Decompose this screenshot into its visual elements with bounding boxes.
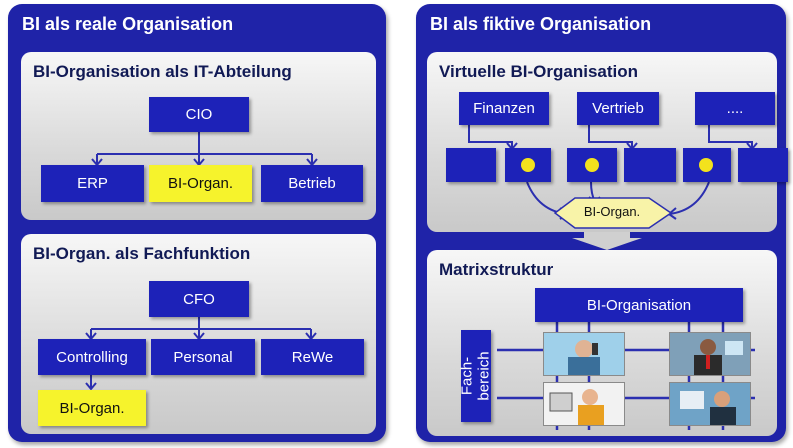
right-panel: BI als fiktive Organisation Virtuelle BI… <box>416 4 788 442</box>
bi-organ-hexagon-label: BI-Organ. <box>583 204 641 219</box>
desk-worker-photo <box>669 382 751 426</box>
controlling-box: Controlling <box>38 339 146 375</box>
cfo-box: CFO <box>149 281 249 317</box>
finanzen-sub-1 <box>446 148 496 182</box>
rewe-box: ReWe <box>261 339 364 375</box>
fachbereich-box: Fach- bereich <box>459 330 494 422</box>
virtual-section: Virtuelle BI-Organisation Finanzen Vertr… <box>427 52 788 232</box>
fach-connectors <box>85 317 317 391</box>
finanzen-box: Finanzen <box>459 92 549 125</box>
matrix-section: Matrixstruktur BI-Organisation Fach- ber… <box>427 250 777 436</box>
office-worker-photo <box>543 382 625 426</box>
it-section-title: BI-Organisation als IT-Abteilung <box>33 62 292 81</box>
down-arrow <box>572 232 642 250</box>
right-panel-title: BI als fiktive Organisation <box>430 14 652 34</box>
erp-box: ERP <box>41 165 144 202</box>
left-panel-title: BI als reale Organisation <box>22 14 234 34</box>
fach-section: BI-Organ. als Fachfunktion CFO Controlli… <box>21 234 376 434</box>
fachbereich-line1: Fach- <box>459 356 477 396</box>
vertrieb-sub-2 <box>624 148 676 182</box>
it-section: BI-Organisation als IT-Abteilung CIO ERP… <box>21 52 376 220</box>
vertrieb-dot <box>585 158 599 172</box>
finanzen-dot <box>521 158 535 172</box>
bi-organ-box-it: BI-Organ. <box>149 165 252 202</box>
bi-organ-hexagon <box>553 197 673 229</box>
personal-box: Personal <box>151 339 255 375</box>
more-dot <box>699 158 713 172</box>
more-sub-2 <box>738 148 788 182</box>
left-panel: BI als reale Organisation BI-Organisatio… <box>8 4 386 442</box>
more-units-box: .... <box>695 92 775 125</box>
bi-organ-box-fach: BI-Organ. <box>38 390 146 426</box>
cio-box: CIO <box>149 97 249 132</box>
person-phone-photo <box>543 332 625 376</box>
fachbereich-line2: bereich <box>476 351 494 401</box>
matrix-section-title: Matrixstruktur <box>439 260 554 279</box>
bi-organisation-box: BI-Organisation <box>535 288 743 322</box>
it-connectors <box>91 132 318 167</box>
virtual-section-title: Virtuelle BI-Organisation <box>439 62 639 81</box>
fach-section-title: BI-Organ. als Fachfunktion <box>33 244 251 263</box>
businessman-photo <box>669 332 751 376</box>
betrieb-box: Betrieb <box>261 165 363 202</box>
vertrieb-box: Vertrieb <box>577 92 659 125</box>
